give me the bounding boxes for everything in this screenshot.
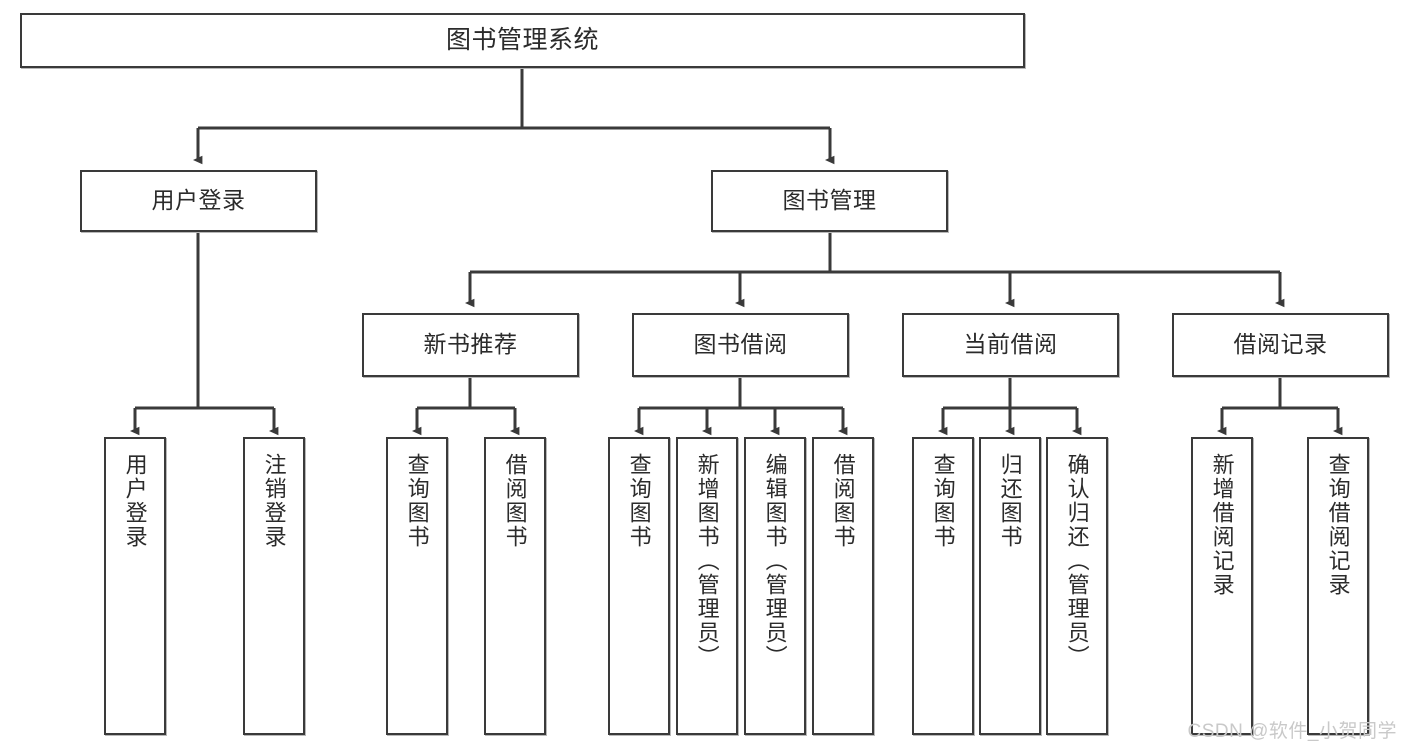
node-leaf-add-book[interactable]: 新增图书（管理员）: [676, 437, 738, 735]
node-leaf-borrow-book-1-label: 借阅图书: [502, 453, 528, 549]
node-root-label: 图书管理系统: [445, 25, 599, 54]
node-borrow-record[interactable]: 借阅记录: [1172, 313, 1389, 377]
node-leaf-query-book-2-label: 查询图书: [626, 453, 652, 549]
node-leaf-user-login-label: 用户登录: [122, 453, 148, 549]
node-leaf-query-book-1[interactable]: 查询图书: [386, 437, 448, 735]
node-leaf-add-book-label: 新增图书（管理员）: [694, 453, 720, 669]
node-leaf-confirm-return[interactable]: 确认归还（管理员）: [1046, 437, 1108, 735]
node-leaf-query-book-3-label: 查询图书: [930, 453, 956, 549]
node-book-management[interactable]: 图书管理: [711, 170, 948, 232]
node-leaf-borrow-book-2-label: 借阅图书: [830, 453, 856, 549]
node-leaf-query-book-3[interactable]: 查询图书: [912, 437, 974, 735]
node-new-book-recommend-label: 新书推荐: [423, 331, 518, 358]
node-leaf-user-login[interactable]: 用户登录: [104, 437, 166, 735]
node-user-login-label: 用户登录: [151, 187, 246, 214]
node-leaf-edit-book-label: 编辑图书（管理员）: [762, 453, 788, 669]
node-leaf-query-record[interactable]: 查询借阅记录: [1307, 437, 1369, 735]
node-leaf-logout[interactable]: 注销登录: [243, 437, 305, 735]
node-book-borrow[interactable]: 图书借阅: [632, 313, 849, 377]
node-new-book-recommend[interactable]: 新书推荐: [362, 313, 579, 377]
node-leaf-confirm-return-label: 确认归还（管理员）: [1064, 453, 1090, 669]
node-borrow-record-label: 借阅记录: [1233, 331, 1328, 358]
node-leaf-logout-label: 注销登录: [261, 453, 287, 549]
node-book-borrow-label: 图书借阅: [693, 331, 788, 358]
node-root[interactable]: 图书管理系统: [20, 13, 1025, 68]
node-leaf-return-book[interactable]: 归还图书: [979, 437, 1041, 735]
node-current-borrow-label: 当前借阅: [963, 331, 1058, 358]
node-leaf-query-book-1-label: 查询图书: [404, 453, 430, 549]
watermark-text: CSDN @软件_小贺同学: [1187, 721, 1397, 742]
node-leaf-edit-book[interactable]: 编辑图书（管理员）: [744, 437, 806, 735]
node-leaf-add-record-label: 新增借阅记录: [1209, 453, 1235, 597]
node-leaf-return-book-label: 归还图书: [997, 453, 1023, 549]
node-leaf-query-book-2[interactable]: 查询图书: [608, 437, 670, 735]
node-user-login[interactable]: 用户登录: [80, 170, 317, 232]
node-current-borrow[interactable]: 当前借阅: [902, 313, 1119, 377]
node-leaf-query-record-label: 查询借阅记录: [1325, 453, 1351, 597]
node-leaf-borrow-book-2[interactable]: 借阅图书: [812, 437, 874, 735]
node-leaf-add-record[interactable]: 新增借阅记录: [1191, 437, 1253, 735]
node-book-management-label: 图书管理: [782, 187, 877, 214]
node-leaf-borrow-book-1[interactable]: 借阅图书: [484, 437, 546, 735]
